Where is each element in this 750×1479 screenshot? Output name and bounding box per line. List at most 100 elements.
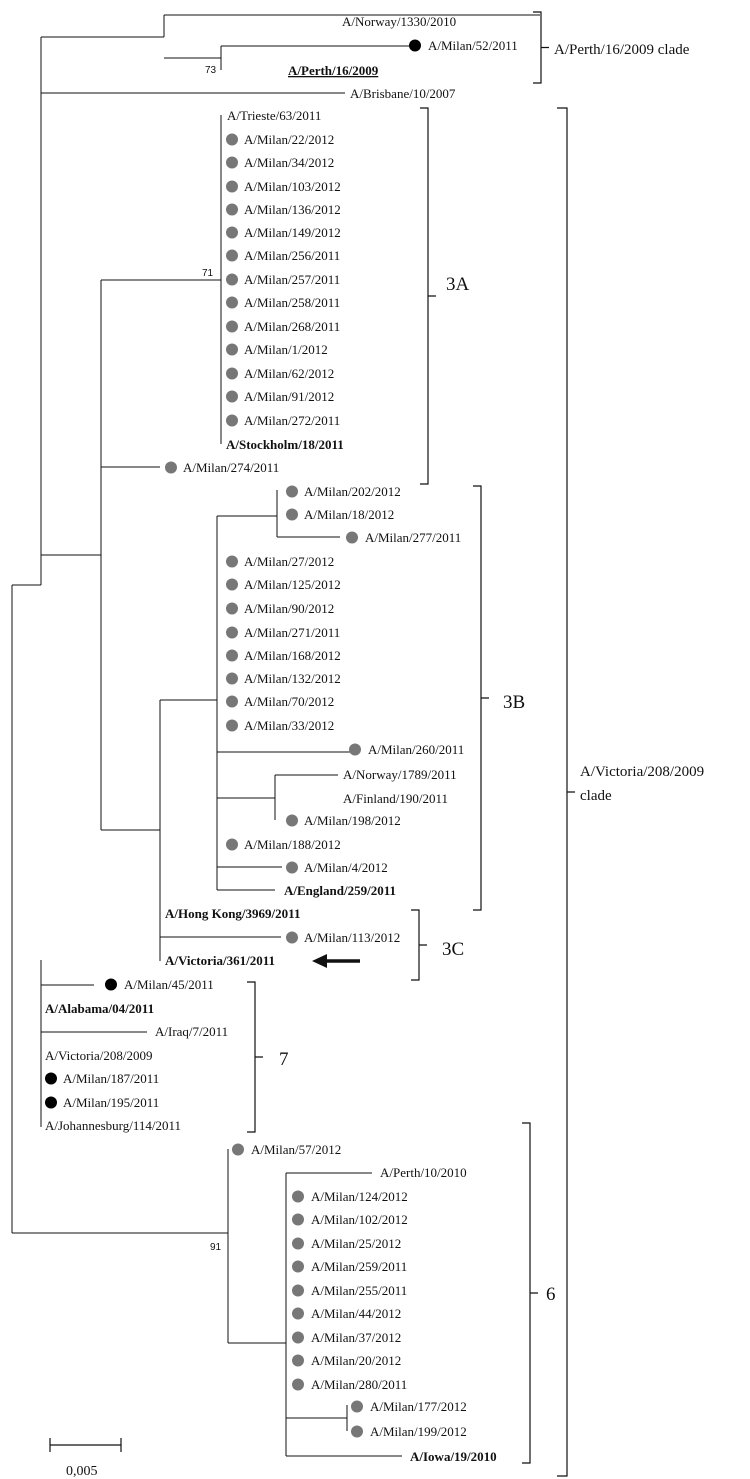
- clade-label-6: 6: [546, 1284, 556, 1305]
- scale-bar-label: 0,005: [66, 1464, 98, 1479]
- leaf-label-norway1789: A/Norway/1789/2011: [343, 767, 457, 782]
- sample-marker-milan4: [286, 861, 298, 874]
- leaf-label-norway1330: A/Norway/1330/2010: [342, 14, 456, 29]
- leaf-label-iraq7: A/Iraq/7/2011: [155, 1024, 228, 1039]
- reference-arrow-head: [312, 954, 327, 968]
- leaf-label-milan44: A/Milan/44/2012: [311, 1306, 401, 1321]
- leaf-label-milan271: A/Milan/271/2011: [244, 625, 340, 640]
- leaf-label-milan124: A/Milan/124/2012: [311, 1189, 408, 1204]
- leaf-label-milan20: A/Milan/20/2012: [311, 1353, 401, 1368]
- clade-label-perth16: A/Perth/16/2009 clade: [554, 42, 690, 58]
- sample-marker-milan124: [292, 1190, 304, 1203]
- bootstrap-value-3a-node: 71: [202, 268, 214, 279]
- sample-marker-milan37: [292, 1331, 304, 1344]
- leaf-label-milan199: A/Milan/199/2012: [370, 1424, 467, 1439]
- leaf-label-milan4: A/Milan/4/2012: [304, 860, 388, 875]
- leaf-label-stockholm18: A/Stockholm/18/2011: [226, 437, 344, 452]
- leaf-label-milan274: A/Milan/274/2011: [183, 460, 279, 475]
- leaf-label-milan188: A/Milan/188/2012: [244, 837, 341, 852]
- leaf-label-milan132: A/Milan/132/2012: [244, 671, 341, 686]
- leaf-label-milan257: A/Milan/257/2011: [244, 272, 340, 287]
- sample-marker-milan34: [226, 156, 238, 169]
- sample-marker-milan257: [226, 273, 238, 286]
- clade-bracket-3a: [420, 107, 436, 485]
- leaf-label-milan70: A/Milan/70/2012: [244, 694, 334, 709]
- leaf-label-brisbane10: A/Brisbane/10/2007: [350, 86, 456, 101]
- leaf-label-milan18: A/Milan/18/2012: [304, 507, 394, 522]
- sample-marker-milan260: [349, 743, 361, 756]
- sample-marker-milan198: [286, 814, 298, 827]
- sample-marker-milan90: [226, 602, 238, 615]
- clade-label-3c: 3C: [442, 939, 464, 960]
- leaf-label-perth16: A/Perth/16/2009: [288, 63, 379, 78]
- leaf-label-milan255: A/Milan/255/2011: [311, 1283, 407, 1298]
- sample-marker-milan274: [165, 461, 177, 474]
- sample-marker-milan136: [226, 203, 238, 216]
- leaf-label-milan260: A/Milan/260/2011: [368, 742, 464, 757]
- leaf-label-england259: A/England/259/2011: [284, 883, 396, 898]
- sample-marker-milan22: [226, 133, 238, 146]
- clade-bracket-victoria208: [557, 107, 575, 1477]
- leaf-label-milan258: A/Milan/258/2011: [244, 295, 340, 310]
- leaf-label-milan280: A/Milan/280/2011: [311, 1377, 407, 1392]
- leaf-label-milan52: A/Milan/52/2011: [428, 38, 518, 53]
- clade-bracket-7: [247, 981, 263, 1133]
- scale-bar: [49, 1438, 122, 1452]
- sample-marker-milan188: [226, 838, 238, 851]
- leaf-label-milan198: A/Milan/198/2012: [304, 813, 401, 828]
- leaf-label-milan268: A/Milan/268/2011: [244, 319, 340, 334]
- sample-marker-milan271: [226, 626, 238, 639]
- sample-marker-milan187: [45, 1072, 57, 1085]
- sample-marker-milan1: [226, 343, 238, 356]
- sample-marker-milan103: [226, 180, 238, 193]
- leaf-label-milan45: A/Milan/45/2011: [124, 977, 214, 992]
- leaf-label-milan33: A/Milan/33/2012: [244, 718, 334, 733]
- sample-marker-milan33: [226, 719, 238, 732]
- leaf-label-milan272: A/Milan/272/2011: [244, 413, 340, 428]
- clade-label-3a: 3A: [446, 274, 470, 295]
- sample-marker-milan52: [409, 39, 421, 52]
- sample-marker-milan259: [292, 1260, 304, 1273]
- leaf-label-milan168: A/Milan/168/2012: [244, 648, 341, 663]
- leaf-label-milan22: A/Milan/22/2012: [244, 132, 334, 147]
- leaf-label-milan277: A/Milan/277/2011: [365, 530, 461, 545]
- sample-marker-milan20: [292, 1354, 304, 1367]
- leaf-label-milan37: A/Milan/37/2012: [311, 1330, 401, 1345]
- leaf-label-milan103: A/Milan/103/2012: [244, 179, 341, 194]
- sample-marker-milan277: [346, 531, 358, 544]
- bootstrap-value-6-node: 91: [210, 1242, 222, 1253]
- sample-marker-milan272: [226, 414, 238, 427]
- sample-marker-milan280: [292, 1378, 304, 1391]
- sample-marker-milan62: [226, 367, 238, 380]
- sample-marker-milan132: [226, 672, 238, 685]
- leaf-label-milan25: A/Milan/25/2012: [311, 1236, 401, 1251]
- leaf-label-milan259: A/Milan/259/2011: [311, 1259, 407, 1274]
- sample-marker-milan45: [105, 978, 117, 991]
- sample-marker-milan202: [286, 485, 298, 498]
- sample-marker-milan102: [292, 1213, 304, 1226]
- leaf-label-victoria208: A/Victoria/208/2009: [45, 1048, 153, 1063]
- leaf-label-milan1: A/Milan/1/2012: [244, 342, 328, 357]
- leaf-label-milan113: A/Milan/113/2012: [304, 930, 400, 945]
- clade-label-victoria208-line2: clade: [580, 788, 612, 804]
- leaf-label-milan202: A/Milan/202/2012: [304, 484, 401, 499]
- leaf-label-iowa19: A/Iowa/19/2010: [410, 1449, 497, 1464]
- leaf-label-milan195: A/Milan/195/2011: [63, 1095, 159, 1110]
- leaf-label-milan91: A/Milan/91/2012: [244, 389, 334, 404]
- leaf-label-milan90: A/Milan/90/2012: [244, 601, 334, 616]
- sample-marker-milan27: [226, 555, 238, 568]
- sample-marker-milan149: [226, 226, 238, 239]
- sample-marker-milan113: [286, 931, 298, 944]
- clade-bracket-3c: [411, 909, 427, 981]
- leaf-label-milan149: A/Milan/149/2012: [244, 225, 341, 240]
- leaf-label-milan34: A/Milan/34/2012: [244, 155, 334, 170]
- clade-bracket-3b: [473, 485, 489, 911]
- leaf-label-alabama04: A/Alabama/04/2011: [45, 1001, 154, 1016]
- sample-marker-milan44: [292, 1307, 304, 1320]
- clade-label-victoria208-line1: A/Victoria/208/2009: [580, 764, 704, 780]
- sample-marker-milan168: [226, 649, 238, 662]
- leaf-label-victoria361: A/Victoria/361/2011: [165, 953, 275, 968]
- clade-bracket-perth16: [533, 11, 549, 84]
- leaf-label-finland190: A/Finland/190/2011: [343, 791, 448, 806]
- sample-marker-milan70: [226, 695, 238, 708]
